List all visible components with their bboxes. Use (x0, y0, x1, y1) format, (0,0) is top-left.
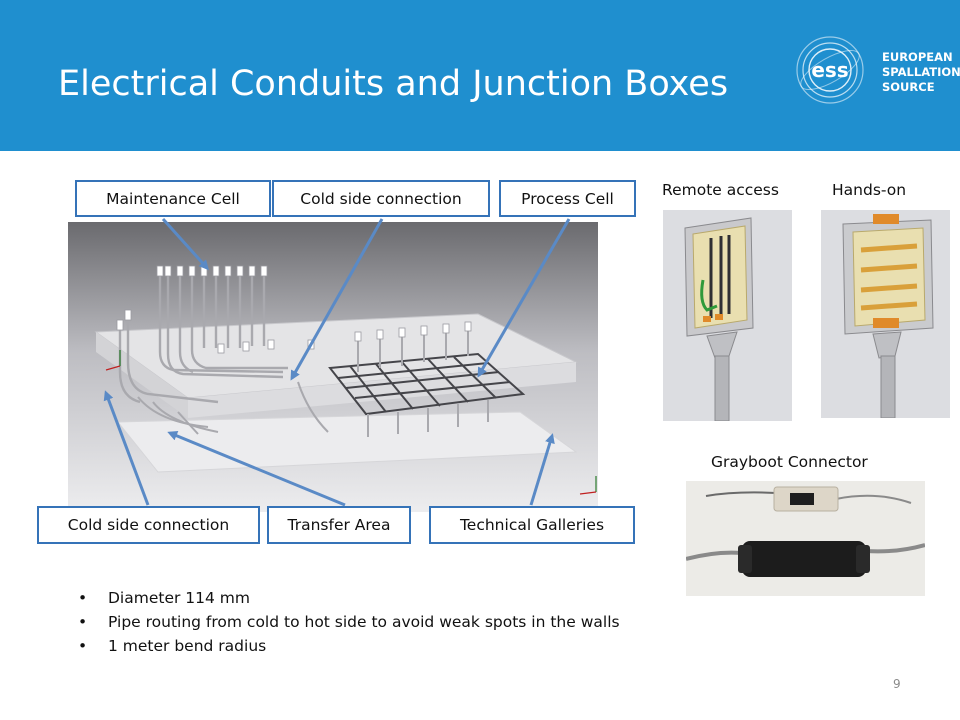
bullet-item: • Pipe routing from cold to hot side to a… (78, 612, 658, 633)
bullet-dot-icon: • (78, 613, 88, 631)
bullet-list: • Diameter 114 mm • Pipe routing from cold… (78, 588, 658, 660)
logo-line: EUROPEAN (882, 50, 953, 64)
bullet-dot-icon: • (78, 637, 88, 655)
logo-text: EUROPEAN SPALLATION SOURCE (882, 50, 960, 95)
slide-title: Electrical Conduits and Junction Boxes (58, 64, 729, 104)
logo-line: SPALLATION (882, 65, 960, 79)
label-hands-on: Hands-on (832, 181, 907, 199)
hands-on-junction-box-image (821, 210, 950, 418)
bullet-text: Diameter 114 mm (108, 589, 250, 607)
logo-line: SOURCE (882, 80, 935, 94)
grayboot-connector-image (686, 481, 925, 596)
label-grayboot-connector: Grayboot Connector (711, 453, 868, 471)
logo-mark: ess (811, 58, 848, 82)
callout-transfer-area: Transfer Area (267, 506, 411, 544)
ess-logo-icon: ess (796, 36, 864, 104)
label-remote-access: Remote access (662, 181, 779, 199)
bullet-dot-icon: • (78, 589, 88, 607)
title-bar (0, 0, 960, 151)
bullet-text: Pipe routing from cold to hot side to av… (108, 613, 620, 631)
callout-cold-side-connection-bottom: Cold side connection (37, 506, 260, 544)
conduit-layout-render (68, 222, 598, 512)
remote-access-junction-box-image (663, 210, 792, 421)
callout-maintenance-cell: Maintenance Cell (75, 180, 271, 217)
bullet-item: • 1 meter bend radius (78, 636, 658, 657)
callout-process-cell: Process Cell (499, 180, 636, 217)
bullet-item: • Diameter 114 mm (78, 588, 658, 609)
callout-technical-galleries: Technical Galleries (429, 506, 635, 544)
callout-cold-side-connection-top: Cold side connection (272, 180, 490, 217)
page-number: 9 (893, 677, 901, 691)
bullet-text: 1 meter bend radius (108, 637, 267, 655)
